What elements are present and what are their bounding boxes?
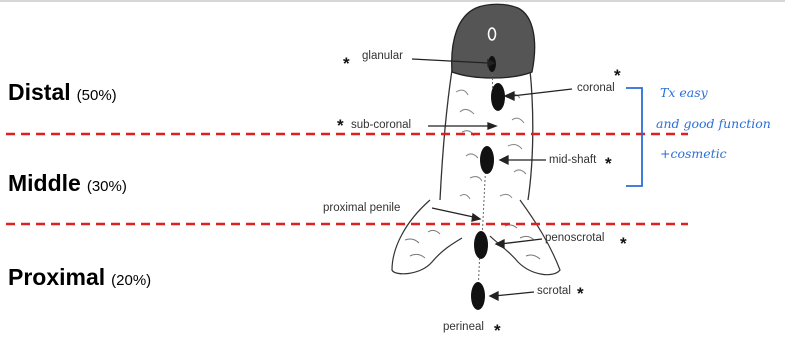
marker-coronal: * <box>614 67 621 84</box>
meatus-coronal <box>491 83 505 111</box>
label-perineal: perineal <box>443 321 484 333</box>
meatus-mid-shaft <box>480 146 494 174</box>
pointer-coronal <box>512 89 572 96</box>
meatus-scrotal <box>471 282 485 310</box>
label-penoscrotal: penoscrotal <box>545 232 604 244</box>
pointer-scrotal <box>494 292 534 296</box>
pointer-proximal-penile <box>432 208 478 218</box>
label-coronal: coronal <box>577 82 615 94</box>
marker-mid-shaft: * <box>605 155 612 172</box>
label-mid-shaft: mid-shaft <box>549 154 596 166</box>
label-glanular: glanular <box>362 50 403 62</box>
zone-distal: Distal (50%) <box>8 79 117 106</box>
zone-proximal: Proximal (20%) <box>8 264 151 291</box>
zone-middle-percent: (30%) <box>87 178 127 195</box>
label-sub-coronal: sub-coronal <box>351 119 411 131</box>
marker-scrotal: * <box>577 285 584 302</box>
annotation-line-3: +cosmetic <box>660 146 727 161</box>
meatus-penoscrotal <box>474 231 488 259</box>
label-proximal-penile: proximal penile <box>323 202 400 214</box>
label-scrotal: scrotal <box>537 285 571 297</box>
zone-middle-name: Middle <box>8 170 81 196</box>
marker-sub-coronal: * <box>337 117 344 134</box>
zone-proximal-percent: (20%) <box>111 272 151 289</box>
zone-proximal-name: Proximal <box>8 264 105 290</box>
shaft-texture <box>456 90 526 199</box>
annotation-line-1: Tx easy <box>660 85 708 100</box>
zone-distal-name: Distal <box>8 79 71 105</box>
marker-glanular: * <box>343 55 350 72</box>
pointer-penoscrotal <box>500 239 542 244</box>
marker-perineal: * <box>494 322 501 339</box>
marker-penoscrotal: * <box>620 235 627 252</box>
annotation-line-2: and good function <box>656 116 771 131</box>
zone-middle: Middle (30%) <box>8 170 127 197</box>
annotation-bracket <box>626 88 642 186</box>
zone-distal-percent: (50%) <box>77 87 117 104</box>
